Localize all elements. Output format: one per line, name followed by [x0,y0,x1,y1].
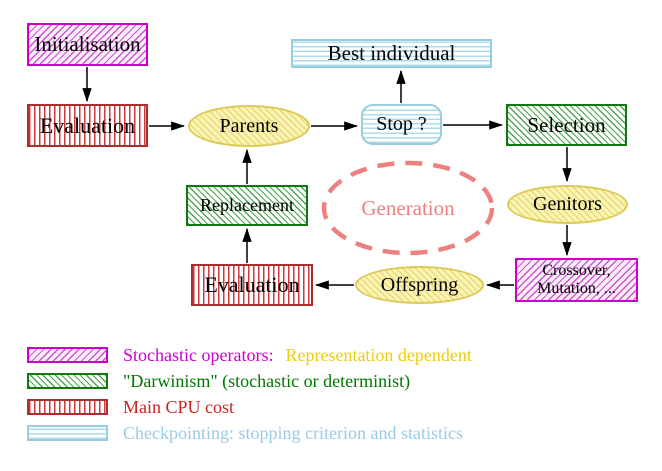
node-generation-label: Generation [361,195,455,220]
node-parents: Parents [188,105,310,147]
legend-item-darwinism: "Darwinism" (stochastic or determinist) [27,370,472,391]
node-best-individual-label: Best individual [327,41,456,65]
node-stop: Stop ? [361,104,442,145]
node-parents-label: Parents [219,114,279,137]
node-best-individual: Best individual [291,39,492,68]
node-genitors: Genitors [507,185,628,224]
node-offspring-label: Offspring [380,273,459,296]
legend-label-main-cpu-cost: Main CPU cost [123,396,235,417]
legend: Stochastic operators: Representation dep… [27,344,472,451]
node-crossover-label-line2: Mutation, ... [537,280,616,297]
node-stop-label: Stop ? [376,113,427,135]
node-replacement: Replacement [186,185,308,226]
node-genitors-label: Genitors [533,193,602,215]
legend-swatch-green-hatch-icon [27,373,108,389]
node-evaluation-bottom: Evaluation [191,264,313,306]
node-evaluation-top: Evaluation [27,104,148,147]
legend-label-representation-dependent: Representation dependent [285,344,472,365]
node-initialisation: Initialisation [27,23,148,66]
node-crossover-label-line1: Crossover, [542,262,611,279]
legend-item-main-cpu-cost: Main CPU cost [27,396,472,417]
legend-label-stochastic-operators: Stochastic operators: [123,344,274,365]
legend-swatch-cyan-stripes-icon [27,425,108,441]
legend-swatch-red-stripes-icon [27,399,108,415]
node-crossover-mutation: Crossover, Mutation, ... [515,258,638,302]
node-offspring: Offspring [355,266,484,304]
legend-swatch-magenta-hatch-icon [27,347,108,363]
node-selection-label: Selection [527,112,606,137]
legend-item-stochastic-operators: Stochastic operators: Representation dep… [27,344,472,365]
legend-label-checkpointing: Checkpointing: stopping criterion and st… [123,422,463,443]
node-evaluation-top-label: Evaluation [39,112,136,138]
node-evaluation-bottom-label: Evaluation [204,272,300,297]
node-initialisation-label: Initialisation [34,32,141,56]
legend-item-checkpointing: Checkpointing: stopping criterion and st… [27,422,472,443]
node-replacement-label: Replacement [200,195,294,215]
node-selection: Selection [506,104,627,146]
legend-label-darwinism: "Darwinism" (stochastic or determinist) [123,370,411,391]
node-generation: Generation [323,163,493,253]
